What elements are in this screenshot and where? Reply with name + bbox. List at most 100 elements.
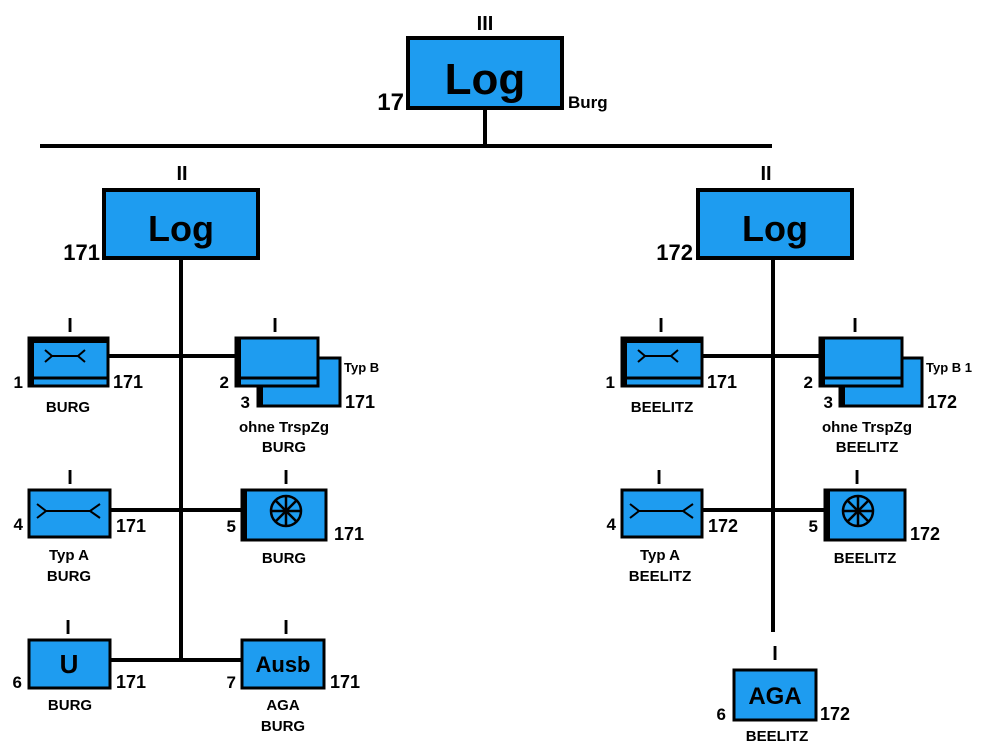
left-u7-parent: 171	[330, 672, 360, 692]
right-u5-echelon: I	[854, 467, 860, 489]
left-u3-index: 3	[241, 393, 250, 412]
right-u6-index: 6	[717, 705, 726, 724]
connector-lines	[40, 108, 825, 662]
left-u7-symbol: Ausb	[256, 652, 311, 677]
right-u23-parent: 172	[927, 392, 957, 412]
left-hq-unit[interactable]: II Log 171	[63, 163, 260, 265]
left-u7-location: BURG	[261, 718, 305, 735]
right-u4-location: BEELITZ	[629, 568, 692, 585]
left-u6-index: 6	[13, 673, 22, 692]
right-hq-box	[696, 188, 854, 260]
left-unit-6[interactable]: I U 6 171 BURG	[13, 617, 147, 714]
right-hq-number: 172	[656, 240, 693, 265]
left-u6-symbol: U	[60, 649, 79, 679]
right-u6-symbol: AGA	[748, 683, 801, 710]
top-hq-unit[interactable]: III Log 17 Burg	[377, 13, 607, 116]
left-hq-number: 171	[63, 240, 100, 265]
left-u2-left-bar	[236, 338, 241, 386]
left-unit-7[interactable]: I Ausb 7 171 AGA BURG	[227, 617, 361, 735]
right-u6-box	[732, 668, 818, 722]
left-u1-left-bar	[29, 338, 34, 386]
left-u5-box	[240, 488, 328, 542]
right-unit-6[interactable]: I AGA 6 172 BEELITZ	[717, 643, 851, 745]
right-u3-index: 3	[824, 393, 833, 412]
right-u23-note: ohne TrspZg	[822, 419, 912, 436]
left-u2-index: 2	[220, 373, 229, 392]
top-hq-number: 17	[377, 89, 404, 116]
left-u6-location: BURG	[48, 697, 92, 714]
left-u5-location: BURG	[262, 550, 306, 567]
right-u23-typ: Typ B 1	[926, 360, 972, 375]
right-u4-parent: 172	[708, 516, 738, 536]
left-u23-echelon: I	[272, 315, 278, 337]
top-hq-echelon: III	[477, 13, 494, 35]
left-u4-typ: Typ A	[49, 547, 89, 564]
right-u5-left-bar	[825, 490, 830, 540]
top-hq-symbol: Log	[445, 55, 526, 104]
left-u6-box	[27, 638, 112, 690]
right-u1-index: 1	[606, 373, 615, 392]
left-u4-location: BURG	[47, 568, 91, 585]
right-unit-5[interactable]: I 5 172 BEELITZ	[809, 467, 941, 567]
left-unit-2-3[interactable]: I 2 3 Typ B 171 ohne TrspZg BURG	[220, 315, 380, 456]
left-u1-location: BURG	[46, 399, 90, 416]
right-unit-1[interactable]: I 1 171 BEELITZ	[606, 315, 738, 416]
right-unit-2-3[interactable]: I 2 3 Typ B 1 172 ohne TrspZg BEELITZ	[804, 315, 972, 456]
left-unit-5[interactable]: I 5 171 BURG	[227, 467, 365, 567]
right-hq-symbol: Log	[742, 208, 808, 249]
right-hq-echelon: II	[760, 163, 771, 185]
supply-transport-icon	[44, 349, 86, 363]
top-hq-location: Burg	[568, 93, 608, 112]
left-unit-1[interactable]: I 1 171 BURG	[14, 315, 144, 416]
left-u7-index: 7	[227, 673, 236, 692]
left-u1-index: 1	[14, 373, 23, 392]
pipeline-icon	[36, 503, 101, 519]
right-u4-typ: Typ A	[640, 547, 680, 564]
right-u5-location: BEELITZ	[834, 550, 897, 567]
left-unit-4[interactable]: I 4 171 Typ A BURG	[14, 467, 147, 585]
left-u4-echelon: I	[67, 467, 73, 489]
right-u1-parent: 171	[707, 372, 737, 392]
left-u4-index: 4	[14, 515, 24, 534]
left-u23-location: BURG	[262, 439, 306, 456]
left-hq-symbol: Log	[148, 208, 214, 249]
left-u6-parent: 171	[116, 672, 146, 692]
right-u1-echelon: I	[658, 315, 664, 337]
left-u5-left-bar	[242, 490, 247, 540]
right-hq-unit[interactable]: II Log 172	[656, 163, 854, 265]
supply-transport-icon	[637, 349, 679, 363]
right-u6-location: BEELITZ	[746, 728, 809, 745]
left-u23-parent: 171	[345, 392, 375, 412]
left-u5-index: 5	[227, 517, 236, 536]
left-u1-top-bar	[29, 338, 108, 343]
left-u1-parent: 171	[113, 372, 143, 392]
pipeline-icon	[629, 503, 694, 519]
right-unit-4[interactable]: I 4 172 Typ A BEELITZ	[607, 467, 739, 585]
left-u1-echelon: I	[67, 315, 73, 337]
left-u7-box	[240, 638, 326, 690]
left-u7-note: AGA	[266, 697, 300, 714]
right-u5-parent: 172	[910, 524, 940, 544]
right-u1-location: BEELITZ	[631, 399, 694, 416]
wheel-icon	[269, 494, 303, 528]
right-u4-echelon: I	[656, 467, 662, 489]
left-u5-echelon: I	[283, 467, 289, 489]
right-u6-echelon: I	[772, 643, 778, 665]
right-u6-parent: 172	[820, 704, 850, 724]
wheel-icon	[841, 494, 875, 528]
left-u6-echelon: I	[65, 617, 71, 639]
right-u2-index: 2	[804, 373, 813, 392]
left-hq-echelon: II	[176, 163, 187, 185]
left-u23-typ: Typ B	[344, 360, 379, 375]
left-hq-box	[102, 188, 260, 260]
top-hq-box	[406, 36, 564, 110]
right-u23-location: BEELITZ	[836, 439, 899, 456]
left-u5-parent: 171	[334, 524, 364, 544]
right-u1-left-bar	[622, 338, 627, 386]
left-u4-parent: 171	[116, 516, 146, 536]
left-u7-echelon: I	[283, 617, 289, 639]
right-u4-box	[620, 488, 704, 539]
right-u2-left-bar	[820, 338, 825, 386]
right-u4-index: 4	[607, 515, 617, 534]
